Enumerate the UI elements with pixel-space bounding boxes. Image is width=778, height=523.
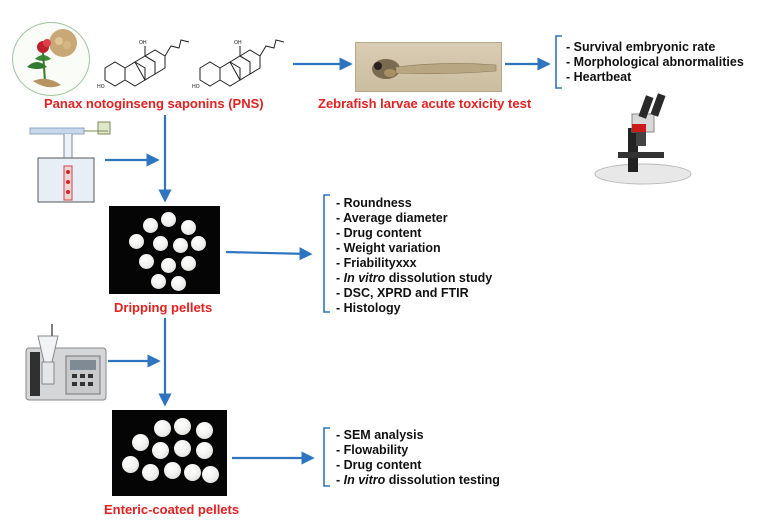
ginseng-plant-image	[12, 22, 90, 96]
pellet	[202, 466, 219, 483]
pellet	[154, 420, 171, 437]
in-vitro-text: In vitro	[343, 271, 386, 285]
dripping-evaluation-list: - Roundness - Average diameter - Drug co…	[336, 196, 492, 316]
coating-machine-image	[25, 324, 107, 401]
pellet	[132, 434, 149, 451]
list-dash: -	[336, 271, 344, 285]
list-dash: -	[336, 473, 344, 487]
list-item: - Drug content	[336, 226, 422, 240]
pellet	[153, 236, 168, 251]
pellet	[184, 464, 201, 481]
list-item: - Histology	[336, 301, 401, 315]
list-item: - Morphological abnormalities	[566, 55, 744, 69]
pellet	[143, 218, 158, 233]
list-item: - Flowability	[336, 443, 409, 457]
zebrafish-larva-image	[355, 42, 502, 92]
pellet	[191, 236, 206, 251]
ginseng-plant-icon	[27, 29, 77, 88]
pellet	[196, 442, 213, 459]
list-item: - SEM analysis	[336, 428, 424, 442]
list-item: - DSC, XPRD and FTIR	[336, 286, 469, 300]
zebrafish-icon	[372, 59, 497, 79]
toxicity-list: - Survival embryonic rate - Morphologica…	[566, 40, 744, 85]
arrow-dripping-to-list	[225, 247, 313, 261]
microscope-image	[594, 93, 692, 185]
pellet	[173, 238, 188, 253]
enteric-evaluation-list: - SEM analysis - Flowability - Drug cont…	[336, 428, 500, 488]
list-item: - Average diameter	[336, 211, 448, 225]
svg-text:HO: HO	[192, 84, 200, 90]
pellet	[142, 464, 159, 481]
bracket-toxicity	[555, 35, 562, 89]
pellet	[181, 220, 196, 235]
list-item-text: dissolution testing	[385, 473, 500, 487]
list-item-text: dissolution study	[385, 271, 493, 285]
pellet	[129, 234, 144, 249]
pellet	[152, 442, 169, 459]
pellet	[161, 258, 176, 273]
list-item: - In vitro dissolution study	[336, 271, 492, 286]
pellet	[139, 254, 154, 269]
svg-text:HO: HO	[97, 84, 105, 90]
in-vitro-text: In vitro	[343, 473, 386, 487]
bracket-enteric	[323, 427, 330, 487]
dripping-pellets-label: Dripping pellets	[114, 300, 213, 315]
enteric-pellets-label: Enteric-coated pellets	[104, 502, 240, 517]
svg-text:OH: OH	[234, 40, 242, 46]
pellet	[164, 462, 181, 479]
list-item: - Drug content	[336, 458, 422, 472]
list-item: - Heartbeat	[566, 70, 632, 84]
pellet	[171, 276, 186, 291]
enteric-pellets-photo	[112, 410, 227, 496]
list-item: - Friabilityxxx	[336, 256, 417, 270]
list-item: - Roundness	[336, 196, 412, 210]
pellet	[174, 418, 191, 435]
zebrafish-label: Zebrafish larvae acute toxicity test	[318, 96, 532, 111]
pellet	[122, 456, 139, 473]
dripping-apparatus-image	[29, 121, 111, 203]
pellet	[196, 422, 213, 439]
saponin-structure-1: HO OH	[97, 39, 190, 90]
pellet	[174, 440, 191, 457]
list-item: - In vitro dissolution testing	[336, 473, 500, 488]
list-item: - Weight variation	[336, 241, 441, 255]
pns-label: Panax notoginseng saponins (PNS)	[44, 96, 264, 111]
list-item: - Survival embryonic rate	[566, 40, 716, 54]
svg-text:OH: OH	[139, 40, 147, 46]
dripping-pellets-photo	[109, 206, 220, 294]
pellet	[181, 256, 196, 271]
bracket-dripping	[323, 194, 330, 313]
pellet	[161, 212, 176, 227]
pellet	[151, 274, 166, 289]
saponin-structure-2: HO OH	[192, 39, 285, 90]
